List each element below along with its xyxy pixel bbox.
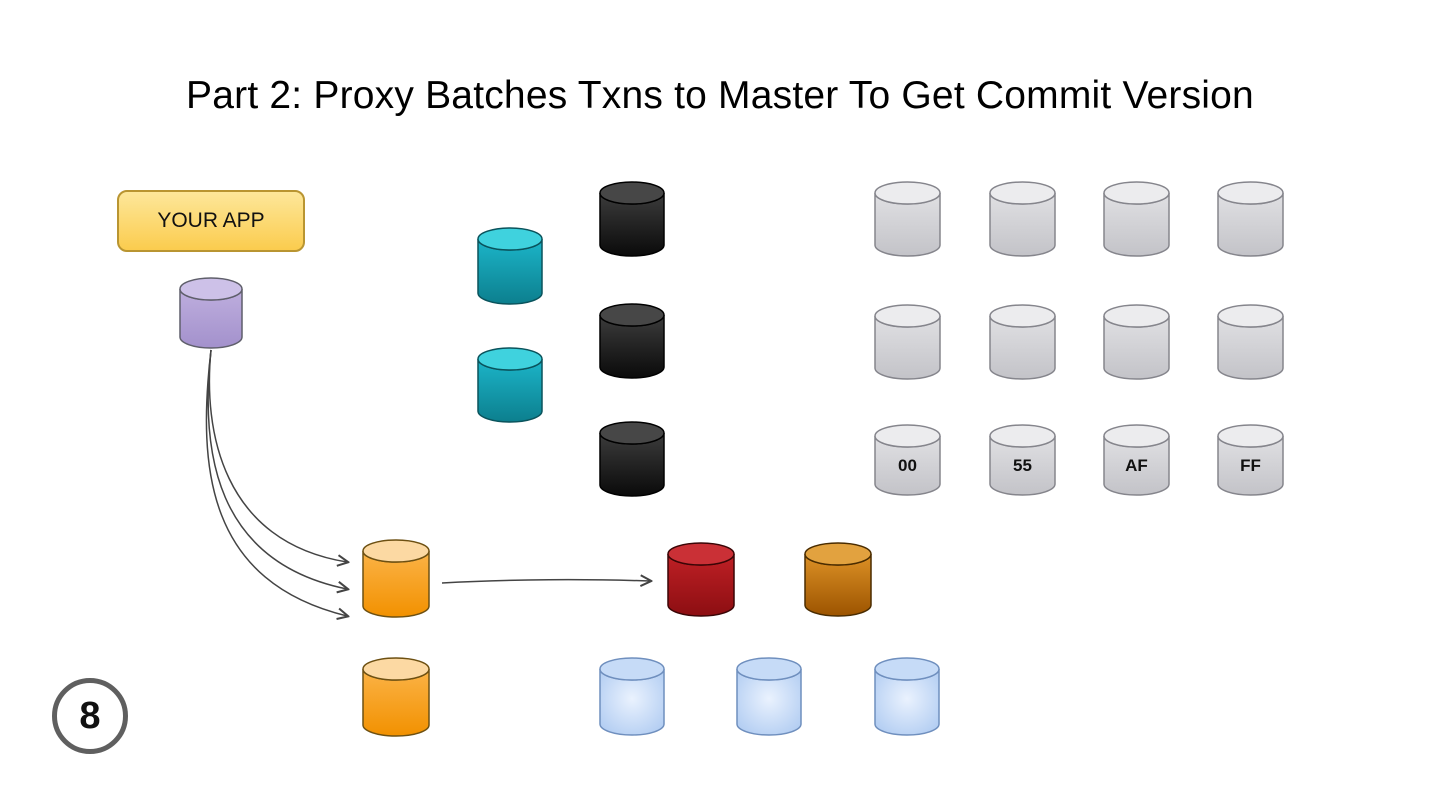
cylinder-your-app-db [179, 277, 243, 349]
cylinder-top [874, 304, 941, 328]
cylinder-black-2 [599, 303, 665, 379]
proxy-to-master-arrow [441, 580, 650, 583]
cylinder-top [599, 657, 665, 681]
cylinder-storage-FF: FF [1217, 424, 1284, 496]
cylinder-storage-00: 00 [874, 424, 941, 496]
cylinder-top [1217, 181, 1284, 205]
cylinder-label: FF [1240, 456, 1261, 475]
cylinder-top [736, 657, 802, 681]
cylinder-top [179, 277, 243, 301]
cylinder-top [804, 542, 872, 566]
cylinder-top [989, 424, 1056, 448]
cylinder-top [1103, 181, 1170, 205]
your-app-label: YOUR APP [157, 209, 265, 232]
cylinder-black-3 [599, 421, 665, 497]
cylinder-top [362, 657, 430, 681]
cylinder-top [874, 657, 940, 681]
cylinder-top [1103, 424, 1170, 448]
cylinder-storage-55: 55 [989, 424, 1056, 496]
cylinder-top [477, 347, 543, 371]
cylinder-label: AF [1125, 456, 1148, 475]
cylinder-brown-1 [804, 542, 872, 617]
cylinder-proxy-2 [362, 657, 430, 737]
cylinder-top [874, 181, 941, 205]
cylinder-top [599, 303, 665, 327]
cylinder-top [1217, 304, 1284, 328]
slide-number: 8 [79, 694, 101, 737]
cylinder-top [362, 539, 430, 563]
slide-number-badge: 8 [52, 678, 128, 754]
cylinder-storage-r2c4 [1217, 304, 1284, 380]
cylinder-top [599, 421, 665, 445]
cylinder-storage-r1c1 [874, 181, 941, 257]
cylinder-blue-3 [874, 657, 940, 736]
cylinder-black-1 [599, 181, 665, 257]
cylinder-top [1217, 424, 1284, 448]
cylinder-label: 55 [1013, 456, 1032, 475]
cylinder-storage-r2c1 [874, 304, 941, 380]
cylinder-master [667, 542, 735, 617]
cylinder-teal-2 [477, 347, 543, 423]
cylinder-label: 00 [898, 456, 917, 475]
cylinder-storage-AF: AF [1103, 424, 1170, 496]
cylinder-blue-2 [736, 657, 802, 736]
cylinder-proxy-1 [362, 539, 430, 618]
cylinder-top [599, 181, 665, 205]
slide-title: Part 2: Proxy Batches Txns to Master To … [186, 74, 1254, 117]
app-to-proxy-arrow-3 [205, 349, 347, 616]
cylinder-storage-r1c2 [989, 181, 1056, 257]
cylinder-top [477, 227, 543, 251]
cylinder-storage-r1c4 [1217, 181, 1284, 257]
cylinder-top [874, 424, 941, 448]
cylinder-storage-r1c3 [1103, 181, 1170, 257]
cylinder-blue-1 [599, 657, 665, 736]
app-to-proxy-arrow-2 [207, 349, 347, 589]
your-app-box: YOUR APP [117, 190, 305, 252]
cylinder-teal-1 [477, 227, 543, 305]
cylinder-storage-r2c2 [989, 304, 1056, 380]
cylinder-top [1103, 304, 1170, 328]
app-to-proxy-arrow-1 [208, 349, 347, 562]
cylinder-top [989, 181, 1056, 205]
cylinder-storage-r2c3 [1103, 304, 1170, 380]
cylinder-top [989, 304, 1056, 328]
cylinder-top [667, 542, 735, 566]
